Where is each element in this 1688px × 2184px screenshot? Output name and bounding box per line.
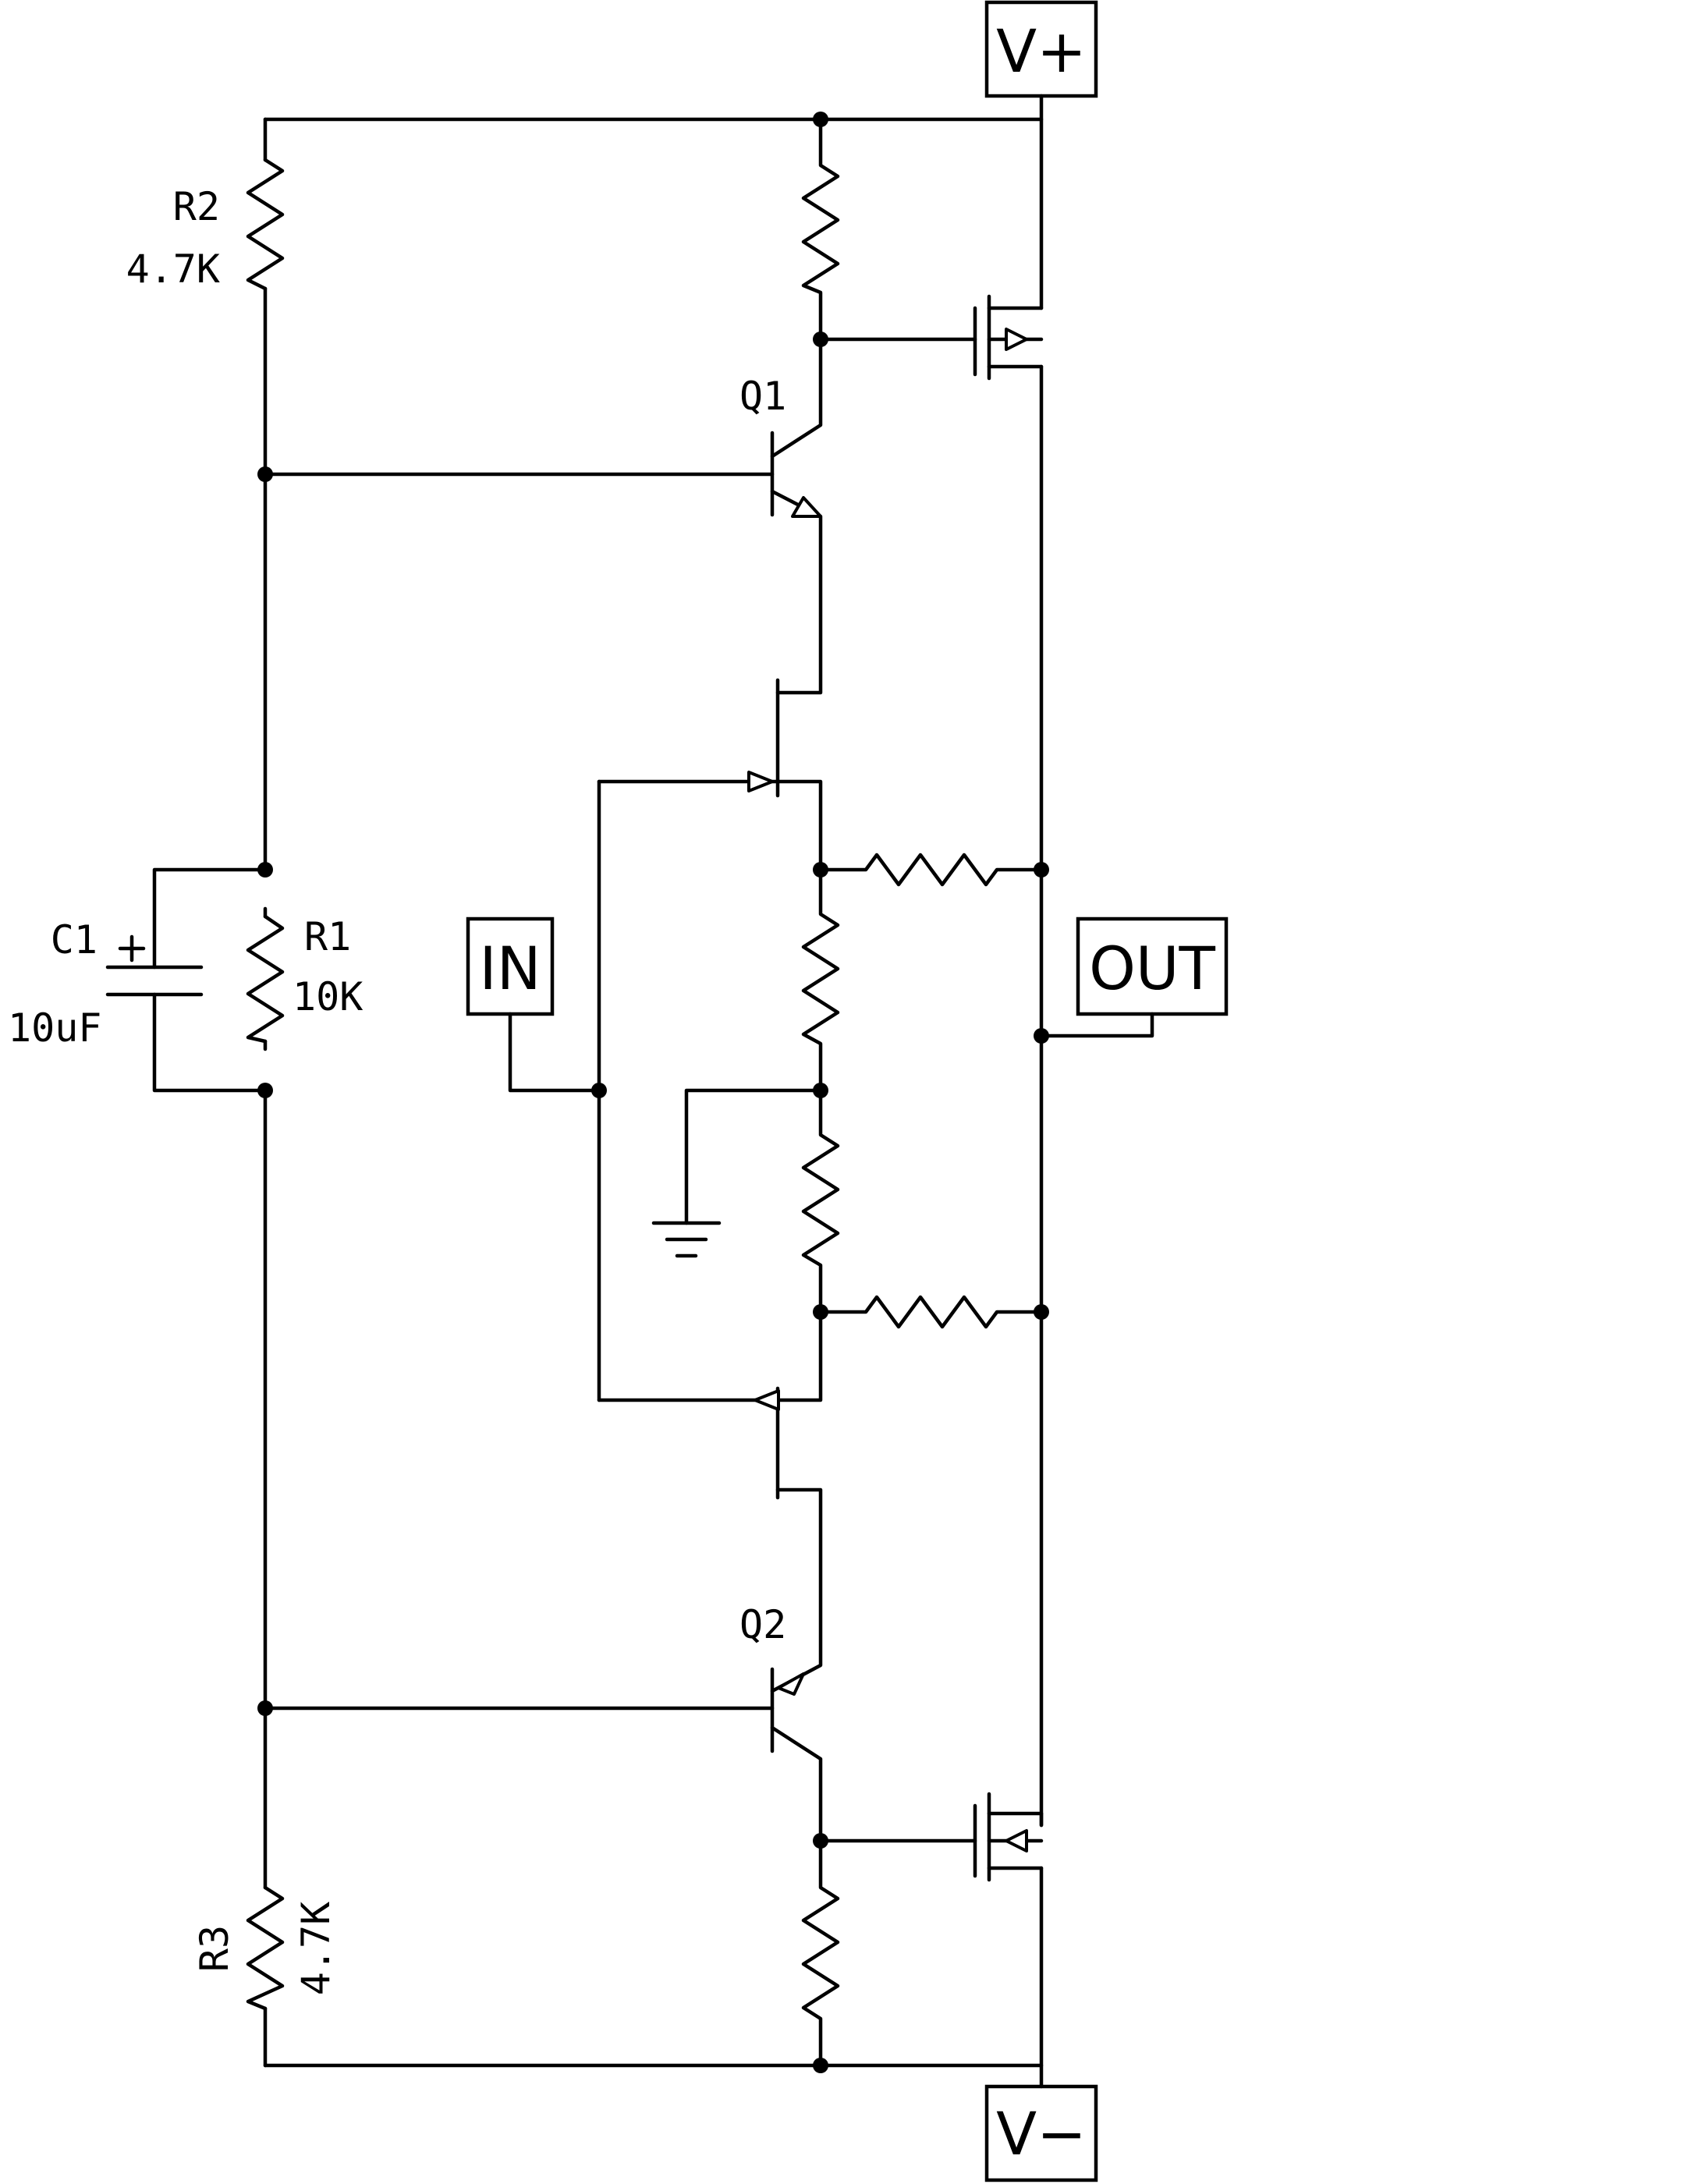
port-in-label: IN (479, 934, 541, 1003)
c1-plus-sign (118, 934, 146, 963)
vplus-rail (263, 94, 1044, 122)
ground-symbol (651, 1088, 823, 1258)
output-wire (1039, 1012, 1154, 1038)
port-vminus-label: V− (996, 2099, 1087, 2168)
port-out-label: OUT (1089, 934, 1215, 1003)
port-out: OUT (1076, 916, 1229, 1016)
lower-jfet (597, 1310, 823, 1500)
port-vplus-label: V+ (996, 16, 1087, 86)
q1-ref-label: Q1 (739, 374, 786, 419)
r1-resistor (246, 914, 285, 1044)
q1-transistor (770, 337, 823, 695)
upper-jfet (597, 678, 823, 872)
lower-collector-resistor (801, 1838, 840, 2068)
r2-value-label: 4.7K (126, 246, 220, 292)
lower-feedback-resistor (818, 1295, 1044, 1329)
center-upper-resistor (801, 867, 840, 1093)
q2-transistor (770, 1487, 823, 1843)
center-lower-resistor (801, 1088, 840, 1314)
junction-dots (257, 112, 1049, 2073)
r2-ref-label: R2 (173, 184, 220, 229)
r3-value-label: 4.7K (293, 1902, 339, 1995)
vminus-rail (263, 2063, 1044, 2089)
r2-resistor (246, 158, 285, 291)
c1-ref-label: C1 (51, 917, 98, 963)
r3-ref-label: R3 (192, 1925, 237, 1972)
input-wire (508, 779, 601, 1402)
upper-mosfet (973, 117, 1044, 872)
port-vminus: V− (984, 2084, 1098, 2182)
r1-ref-label: R1 (304, 914, 351, 959)
lower-mosfet (973, 1792, 1044, 2068)
upper-feedback-resistor (818, 853, 1044, 887)
port-vplus: V+ (984, 0, 1098, 98)
c1-value-label: 10uF (8, 1005, 101, 1051)
port-in: IN (466, 916, 555, 1016)
upper-collector-resistor (801, 117, 840, 342)
c1-capacitor (105, 965, 204, 997)
r1-value-label: 10K (293, 974, 363, 1019)
c1-wires (152, 867, 268, 1093)
r3-resistor (246, 1885, 285, 2011)
q2-ref-label: Q2 (739, 1602, 786, 1647)
